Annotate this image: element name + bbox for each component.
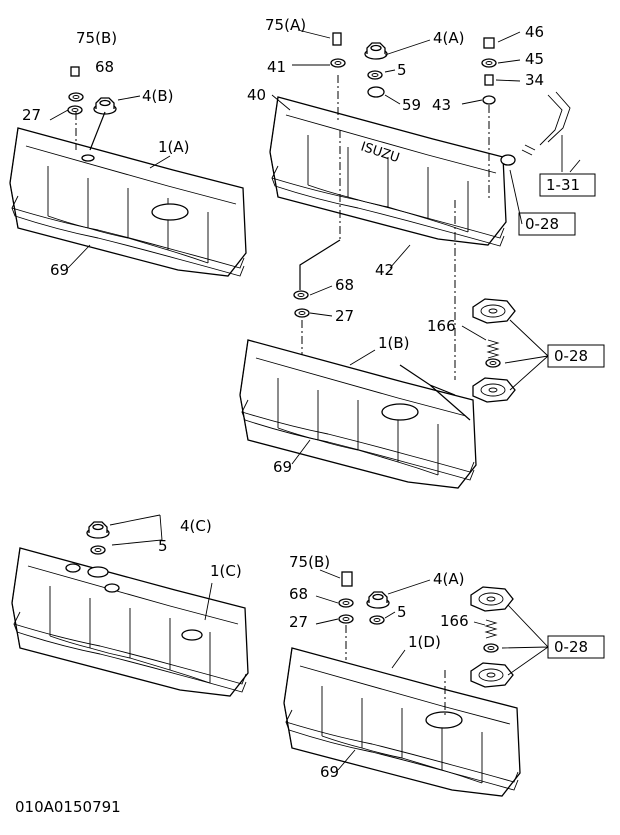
cover-assembly-1b — [239, 290, 516, 489]
label-27-mid: 27 — [335, 307, 354, 325]
label-27-top: 27 — [22, 106, 41, 124]
cover-assembly-1d — [283, 571, 521, 797]
label-4a-bot: 4(A) — [433, 570, 465, 588]
cover-assembly-1a — [9, 66, 247, 277]
label-43: 43 — [432, 96, 451, 114]
reference-box-0-28-bot[interactable]: 0-28 — [547, 635, 605, 659]
label-59: 59 — [402, 96, 421, 114]
label-1b: 1(B) — [378, 334, 410, 352]
ref-0-28-mid-label: 0-28 — [554, 347, 588, 365]
label-27-bot: 27 — [289, 613, 308, 631]
label-42: 42 — [375, 261, 394, 279]
label-166-mid: 166 — [427, 317, 456, 335]
label-1a: 1(A) — [158, 138, 190, 156]
ref-0-28-bot-label: 0-28 — [554, 638, 588, 656]
label-166-bot: 166 — [440, 612, 469, 630]
label-4b: 4(B) — [142, 87, 174, 105]
label-5-bot: 5 — [397, 603, 407, 621]
label-40: 40 — [247, 86, 266, 104]
reference-box-1-31[interactable]: 1-31 — [539, 173, 596, 197]
label-69-d: 69 — [320, 763, 339, 781]
label-75b-top: 75(B) — [76, 29, 117, 47]
label-34: 34 — [525, 71, 544, 89]
label-5-c: 5 — [158, 537, 168, 555]
ref-0-28-top-label: 0-28 — [525, 215, 559, 233]
label-75a: 75(A) — [265, 16, 306, 34]
cover-assembly-1c — [11, 521, 249, 697]
reference-box-0-28-top[interactable]: 0-28 — [518, 212, 576, 236]
label-69-b: 69 — [273, 458, 292, 476]
label-68-mid: 68 — [335, 276, 354, 294]
label-68-top: 68 — [95, 58, 114, 76]
label-69-a: 69 — [50, 261, 69, 279]
ref-1-31-label: 1-31 — [546, 176, 580, 194]
label-4c: 4(C) — [180, 517, 212, 535]
label-4a-top: 4(A) — [433, 29, 465, 47]
label-1c: 1(C) — [210, 562, 242, 580]
label-5-top: 5 — [397, 61, 407, 79]
cover-assembly-isuzu: ISUZU — [269, 32, 571, 380]
drawing-code: 010A0150791 — [15, 798, 121, 816]
label-45: 45 — [525, 50, 544, 68]
label-46: 46 — [525, 23, 544, 41]
reference-box-0-28-mid[interactable]: 0-28 — [547, 344, 605, 368]
label-41: 41 — [267, 58, 286, 76]
label-68-bot: 68 — [289, 585, 308, 603]
label-1d: 1(D) — [408, 633, 441, 651]
label-75b-bot: 75(B) — [289, 553, 330, 571]
